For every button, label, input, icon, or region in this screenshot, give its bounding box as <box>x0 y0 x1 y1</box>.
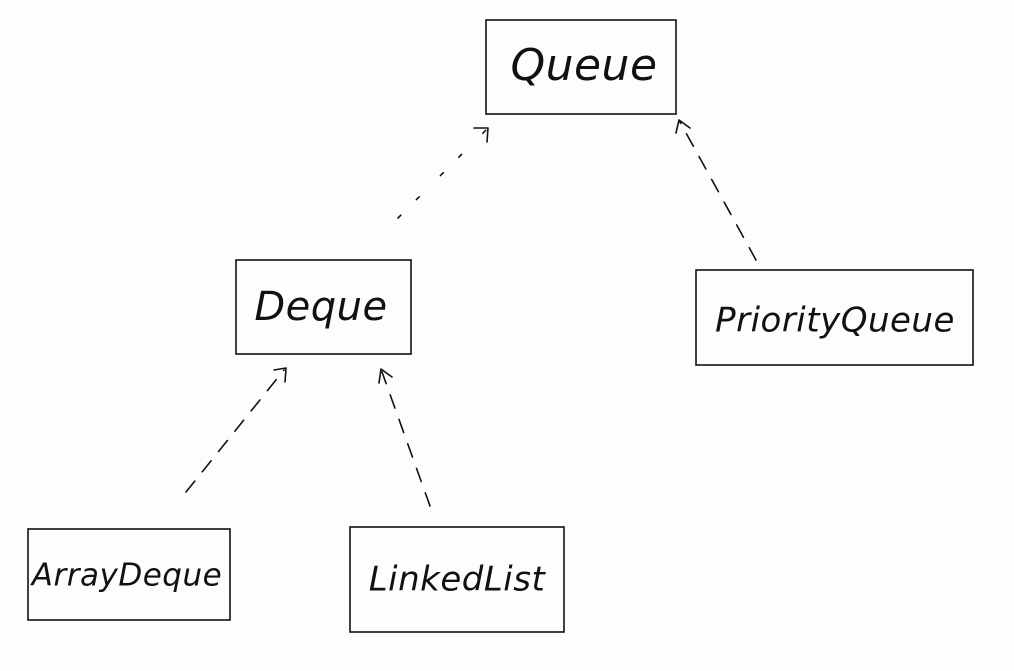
node-priority-queue-label: PriorityQueue <box>715 301 955 341</box>
arrow-head-queue-from-priorityqueue <box>675 119 691 134</box>
node-priority-queue-box <box>695 269 974 366</box>
edge-line-linkedlist-deque <box>381 371 431 507</box>
edge-linkedlist-to-deque <box>378 368 431 507</box>
arrow-head-deque-from-linkedlist <box>378 368 393 384</box>
edge-priorityqueue-to-queue <box>675 119 757 261</box>
node-priority-queue[interactable]: PriorityQueue <box>695 269 974 366</box>
node-queue[interactable]: Queue <box>485 19 677 115</box>
edge-line-priorityqueue-queue <box>679 121 757 261</box>
edge-line-arraydeque-deque <box>185 369 285 493</box>
node-linked-list[interactable]: LinkedList <box>349 526 565 633</box>
node-linked-list-box <box>349 526 565 633</box>
node-deque-box <box>235 259 412 355</box>
edge-line-deque-queue <box>397 129 487 219</box>
node-array-deque-label: ArrayDeque <box>30 558 222 594</box>
node-array-deque[interactable]: ArrayDeque <box>27 528 231 621</box>
node-linked-list-label: LinkedList <box>369 560 547 600</box>
node-queue-box <box>485 19 677 115</box>
node-deque-label: Deque <box>254 284 387 330</box>
node-deque[interactable]: Deque <box>235 259 412 355</box>
node-array-deque-box <box>27 528 231 621</box>
edges <box>185 119 757 507</box>
edge-arraydeque-to-deque <box>185 367 287 493</box>
edge-deque-to-queue <box>397 127 489 219</box>
arrow-head-deque-from-arraydeque <box>273 367 287 383</box>
arrow-head-queue-from-deque <box>473 127 489 143</box>
node-queue-label: Queue <box>510 40 657 91</box>
